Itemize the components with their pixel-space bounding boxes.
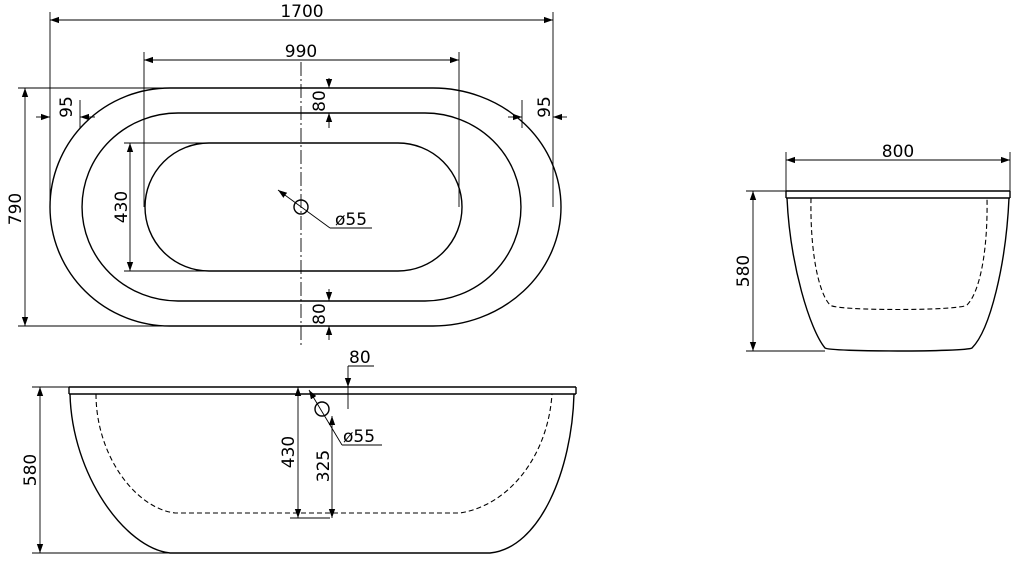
side-basin-dashed: [95, 393, 553, 514]
side-drain-leader: [308, 389, 343, 446]
side-dim-430-label: 430: [279, 436, 299, 468]
end-dim-580-label: 580: [734, 255, 754, 287]
dim-430-label: 430: [112, 191, 132, 223]
end-dim-800-label: 800: [882, 142, 914, 162]
side-dim-580-label: 580: [21, 454, 41, 486]
side-body-outline: [69, 393, 575, 554]
dim-990-label: 990: [285, 42, 317, 62]
dim-80-top-label: 80: [310, 90, 330, 112]
end-body-outline: [786, 197, 1010, 352]
dim-1700-label: 1700: [280, 2, 323, 22]
end-view: 800 580: [734, 142, 1011, 352]
side-drain-diameter-label: ø55: [343, 427, 375, 447]
dim-790-label: 790: [6, 193, 26, 225]
top-drain-icon: [293, 199, 309, 215]
dim-80-bottom-label: 80: [310, 303, 330, 325]
side-view: ø55 580 430 325 80: [21, 348, 577, 554]
tub-rim-inner-outline: [81, 112, 522, 302]
tub-basin-outline: [144, 142, 463, 272]
side-drain-icon: [314, 401, 330, 417]
side-dim-80-label: 80: [349, 348, 371, 368]
dim-95-left-label: 95: [57, 96, 77, 118]
end-basin-dashed: [810, 197, 988, 311]
top-drain-diameter-label: ø55: [335, 210, 367, 230]
top-drain-leader: [277, 189, 331, 229]
side-dim-325-label: 325: [314, 450, 334, 482]
tub-outer-outline: [49, 87, 562, 327]
top-view: ø55 1700 990 790 430 95 95 80: [6, 2, 567, 345]
dim-95-right-label: 95: [535, 96, 555, 118]
